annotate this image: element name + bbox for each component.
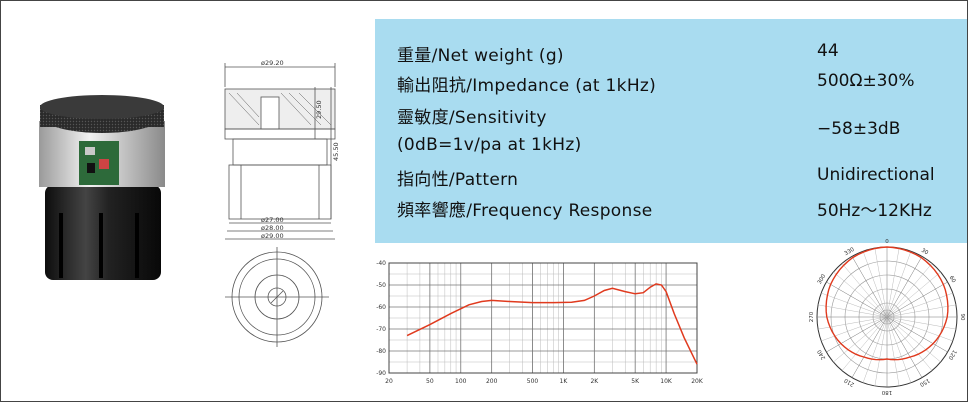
polar-angle-label: 330 [843, 247, 856, 258]
polar-angle-label: 150 [918, 377, 931, 388]
polar-spoke [818, 304, 888, 318]
x-tick-label: 500 [527, 378, 539, 385]
specifications-panel: 重量/Net weight (g) 44 輸出阻抗/Impedance (at … [375, 19, 967, 243]
spec-net-weight-value: 44 [817, 41, 839, 61]
x-tick-label: 10K [660, 378, 673, 385]
x-tick-label: 2K [590, 378, 599, 385]
polar-spoke [886, 263, 933, 318]
polar-spoke [874, 316, 888, 386]
polar-spoke [874, 248, 888, 318]
spec-impedance-label: 輸出阻抗/Impedance (at 1kHz) [397, 76, 657, 96]
frequency-response-chart: 20 50 100 200 500 1K 2K 5K 10K 20K -40 -50 -60 -70 -80… [376, 260, 704, 385]
polar-angle-label: 0 [885, 239, 889, 245]
polar-spoke [886, 271, 941, 318]
spec-pattern-value: Unidirectional [817, 165, 935, 185]
dimension-drawing: ø29.20 29.50 45.50 ø27.00 ø28.00 ø29.00 [224, 59, 340, 347]
spec-pattern-label: 指向性/Pattern [397, 170, 519, 190]
dim-b2-label: ø28.00 [261, 224, 284, 232]
polar-spoke [886, 316, 953, 342]
polar-spoke [826, 281, 888, 318]
polar-spoke [841, 316, 888, 371]
spec-impedance-value: 500Ω±30% [817, 71, 915, 91]
frequency-response-line [406, 283, 698, 365]
spec-net-weight-label: 重量/Net weight (g) [397, 46, 564, 66]
polar-spoke [886, 248, 900, 318]
polar-spoke [826, 316, 888, 353]
polar-spoke [833, 271, 888, 318]
polar-spoke [886, 316, 923, 378]
polar-spoke [886, 281, 948, 318]
polar-spoke [886, 292, 953, 318]
polar-angle-label: 210 [843, 376, 856, 387]
polar-spoke [821, 316, 888, 342]
polar-angle-label: 240 [817, 348, 828, 361]
dim-h1-label: 29.50 [315, 100, 323, 119]
polar-spoke [841, 263, 888, 318]
dim-b3-label: ø29.00 [261, 232, 284, 240]
polar-spoke [886, 304, 956, 318]
spec-frequency-value: 50Hz～12KHz [817, 201, 932, 221]
polar-spoke [886, 316, 948, 353]
y-tick-label: -80 [376, 348, 386, 355]
polar-spoke [886, 316, 933, 371]
spec-sensitivity-reference: (0dB=1v/pa at 1kHz) [397, 135, 582, 155]
dim-b1-label: ø27.00 [261, 216, 284, 224]
y-tick-label: -40 [376, 260, 386, 267]
polar-angle-label: 270 [809, 311, 815, 322]
dim-h2-label: 45.50 [332, 142, 340, 161]
polar-angle-label: 90 [959, 314, 965, 321]
spec-sensitivity-label: 靈敏度/Sensitivity [397, 108, 547, 128]
polar-spoke [833, 316, 888, 363]
polar-spoke [886, 316, 900, 386]
x-tick-label: 20 [385, 378, 393, 385]
polar-angle-label: 30 [920, 248, 929, 257]
polar-spoke [821, 292, 888, 318]
plot-frame [388, 262, 698, 374]
x-tick-label: 1K [560, 378, 569, 385]
microphone-cartridge-photo [39, 95, 165, 280]
spec-sensitivity-value: −58±3dB [817, 119, 901, 139]
y-tick-label: -90 [376, 370, 386, 377]
x-tick-label: 100 [455, 378, 467, 385]
x-tick-label: 200 [486, 378, 498, 385]
polar-pattern-chart: 0 30 60 90 120 150 180 210 240 270 300 330 [809, 239, 965, 395]
polar-angle-label: 300 [817, 273, 828, 286]
polar-angle-label: 120 [946, 348, 957, 361]
y-tick-label: -50 [376, 282, 386, 289]
polar-spoke [862, 316, 888, 383]
polar-spoke [886, 256, 923, 318]
polar-spoke [851, 316, 888, 378]
x-tick-label: 5K [631, 378, 640, 385]
polar-spoke [886, 251, 912, 318]
polar-pattern-line [825, 246, 949, 361]
dim-top-label: ø29.20 [261, 59, 284, 67]
polar-spoke [851, 256, 888, 318]
polar-spoke [886, 316, 941, 363]
y-tick-label: -70 [376, 326, 386, 333]
polar-angle-label: 60 [948, 275, 957, 284]
y-tick-label: -60 [376, 304, 386, 311]
spec-frequency-label: 頻率響應/Frequency Response [397, 201, 653, 221]
polar-spoke [862, 251, 888, 318]
x-tick-label: 20K [691, 378, 704, 385]
polar-spoke [886, 316, 912, 383]
x-tick-label: 50 [426, 378, 434, 385]
polar-angle-label: 180 [881, 389, 892, 395]
